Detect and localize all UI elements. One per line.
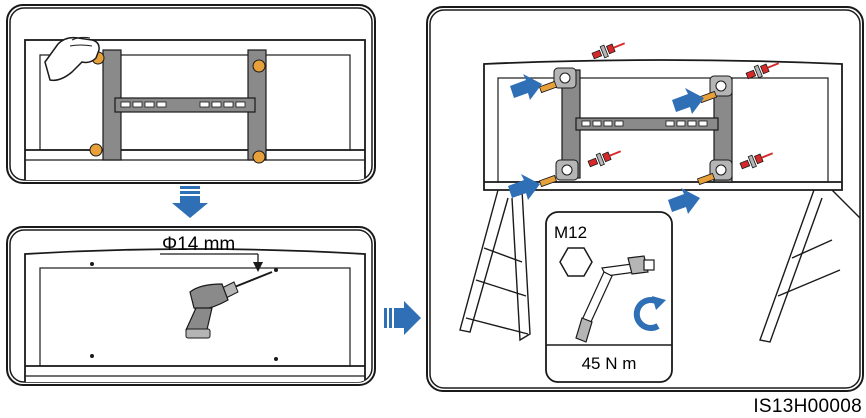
torque-value-label: 45 N m [582, 354, 637, 373]
step-install-bracket-panel: M12 45 N m [426, 6, 864, 392]
figure-id-label: IS13H00008 [753, 396, 862, 417]
hex-nut-icon [559, 247, 593, 277]
down-arrow-icon [172, 186, 208, 218]
bolt-set [516, 42, 780, 196]
clockwise-rotate-icon [633, 296, 666, 331]
step-mark-holes-panel [6, 4, 376, 184]
mounting-stand [459, 189, 860, 343]
torque-detail-inset [545, 211, 673, 383]
hand-icon [44, 36, 100, 82]
mounting-bracket [89, 49, 267, 164]
drill-icon [185, 271, 273, 339]
right-arrow-icon [384, 301, 421, 335]
torque-wrench-icon [575, 255, 655, 343]
step-drill-holes-panel: Φ14 mm [6, 226, 376, 386]
bolt-size-label: M12 [554, 223, 587, 242]
push-arrow-icon [508, 74, 704, 214]
mounting-bracket [553, 67, 733, 183]
drill-bit-diameter-label: Φ14 mm [162, 234, 235, 255]
